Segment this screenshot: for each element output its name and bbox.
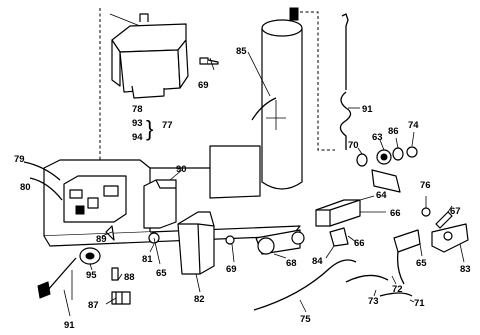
callout-76: 76 bbox=[420, 180, 431, 191]
callout-79: 79 bbox=[14, 154, 25, 165]
callout-71: 71 bbox=[414, 298, 425, 309]
transformer-part-82 bbox=[177, 211, 215, 275]
callout-75: 75 bbox=[300, 314, 311, 325]
wire-part-80 bbox=[29, 177, 63, 201]
relay-part-90 bbox=[143, 179, 177, 229]
wire-part-75 bbox=[253, 259, 357, 311]
callout-91-top: 91 bbox=[362, 104, 373, 115]
callout-93: 93 bbox=[132, 118, 143, 129]
leader-lines bbox=[63, 51, 465, 317]
wire-part-73 bbox=[345, 274, 389, 283]
callout-89: 89 bbox=[96, 234, 107, 245]
callout-65-right: 65 bbox=[416, 258, 427, 269]
callout-67: 67 bbox=[450, 206, 461, 217]
callout-74: 74 bbox=[408, 120, 419, 131]
callout-68: 68 bbox=[286, 258, 297, 269]
wire-part-79 bbox=[23, 161, 61, 181]
callout-88: 88 bbox=[124, 272, 135, 283]
callout-64: 64 bbox=[376, 190, 387, 201]
cap-part-83 bbox=[431, 223, 469, 253]
grommet-part-95 bbox=[79, 247, 101, 265]
rod-part-91-top bbox=[339, 13, 352, 150]
part-84 bbox=[329, 227, 349, 247]
callout-66-right: 66 bbox=[390, 208, 401, 219]
screw-part-69-bottom bbox=[225, 235, 235, 245]
brace-77: } bbox=[146, 116, 153, 141]
callout-94: 94 bbox=[132, 132, 143, 143]
callout-80: 80 bbox=[20, 182, 31, 193]
screw-part-88 bbox=[111, 267, 119, 281]
control-box-part-77 bbox=[109, 13, 189, 99]
callout-86: 86 bbox=[388, 126, 399, 137]
washer-part-70 bbox=[356, 153, 368, 167]
callout-72: 72 bbox=[392, 284, 403, 295]
cylinder-part-85 bbox=[251, 7, 303, 190]
terminal-part-87 bbox=[111, 291, 131, 305]
valve-part-68 bbox=[255, 229, 305, 255]
callout-65-left: 65 bbox=[156, 268, 167, 279]
screw-part-69-top bbox=[199, 57, 219, 65]
callout-84: 84 bbox=[312, 256, 323, 267]
callout-82: 82 bbox=[194, 294, 205, 305]
electrode-part-72 bbox=[393, 229, 421, 285]
screw-part-76 bbox=[421, 207, 431, 217]
nut-part-86 bbox=[392, 147, 404, 161]
callout-69-top: 69 bbox=[198, 80, 209, 91]
callout-78: 78 bbox=[132, 104, 143, 115]
pcb-part-90 bbox=[63, 175, 127, 223]
callout-labels: 78 93 94 77 69 85 91 70 63 86 74 79 80 9… bbox=[14, 46, 471, 331]
dashed-guide-rod bbox=[300, 11, 335, 151]
callout-90: 90 bbox=[176, 164, 187, 175]
callout-73: 73 bbox=[368, 296, 379, 307]
clip-part-67 bbox=[435, 211, 453, 229]
callout-81: 81 bbox=[142, 254, 153, 265]
wire-part-71 bbox=[379, 292, 413, 297]
sensor-part-91-bottom bbox=[37, 257, 77, 300]
callout-87: 87 bbox=[88, 300, 99, 311]
callout-95: 95 bbox=[86, 270, 97, 281]
callout-69-bottom: 69 bbox=[226, 264, 237, 275]
bracket-part-64 bbox=[315, 199, 361, 227]
part-65-right bbox=[371, 169, 401, 193]
callout-66-mid: 66 bbox=[354, 238, 365, 249]
nut-part-63 bbox=[376, 149, 392, 165]
callout-63: 63 bbox=[372, 132, 383, 143]
callout-85: 85 bbox=[236, 46, 247, 57]
callout-83: 83 bbox=[460, 264, 471, 275]
callout-70: 70 bbox=[348, 140, 359, 151]
nut-part-74 bbox=[406, 146, 418, 158]
callout-91-bottom: 91 bbox=[64, 320, 75, 331]
callout-77: 77 bbox=[162, 120, 173, 131]
